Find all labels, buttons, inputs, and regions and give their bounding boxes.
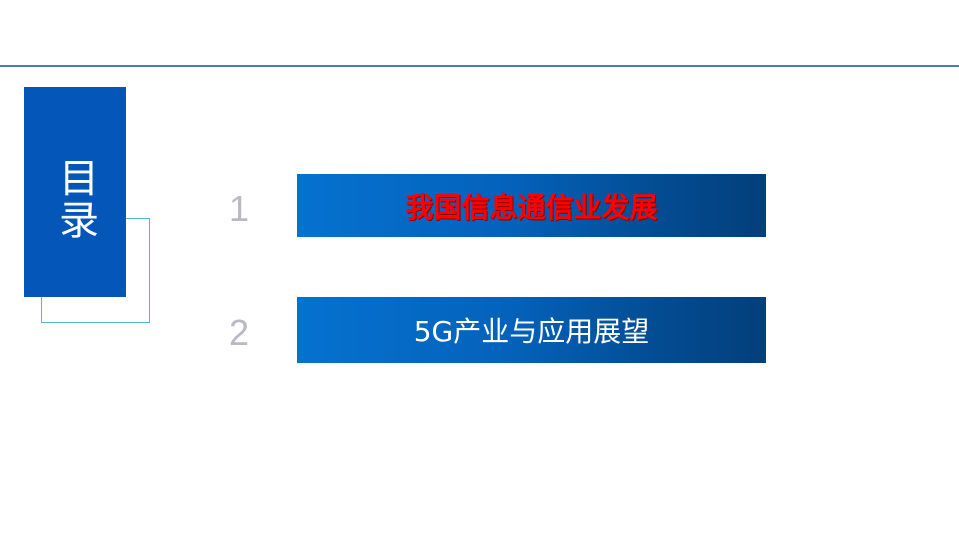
- toc-title-block: 目录: [24, 87, 126, 297]
- toc-item-number-2: 2: [228, 312, 250, 353]
- toc-item-label-2: 5G产业与应用展望: [413, 315, 650, 348]
- toc-item-label-1: 我国信息通信业发展: [405, 190, 658, 224]
- toc-item-number-1: 1: [228, 188, 250, 229]
- toc-title: 目录: [52, 157, 98, 241]
- header-divider-line: [0, 65, 959, 67]
- toc-item-2[interactable]: 5G产业与应用展望: [297, 297, 766, 363]
- toc-item-1[interactable]: 我国信息通信业发展: [297, 174, 766, 237]
